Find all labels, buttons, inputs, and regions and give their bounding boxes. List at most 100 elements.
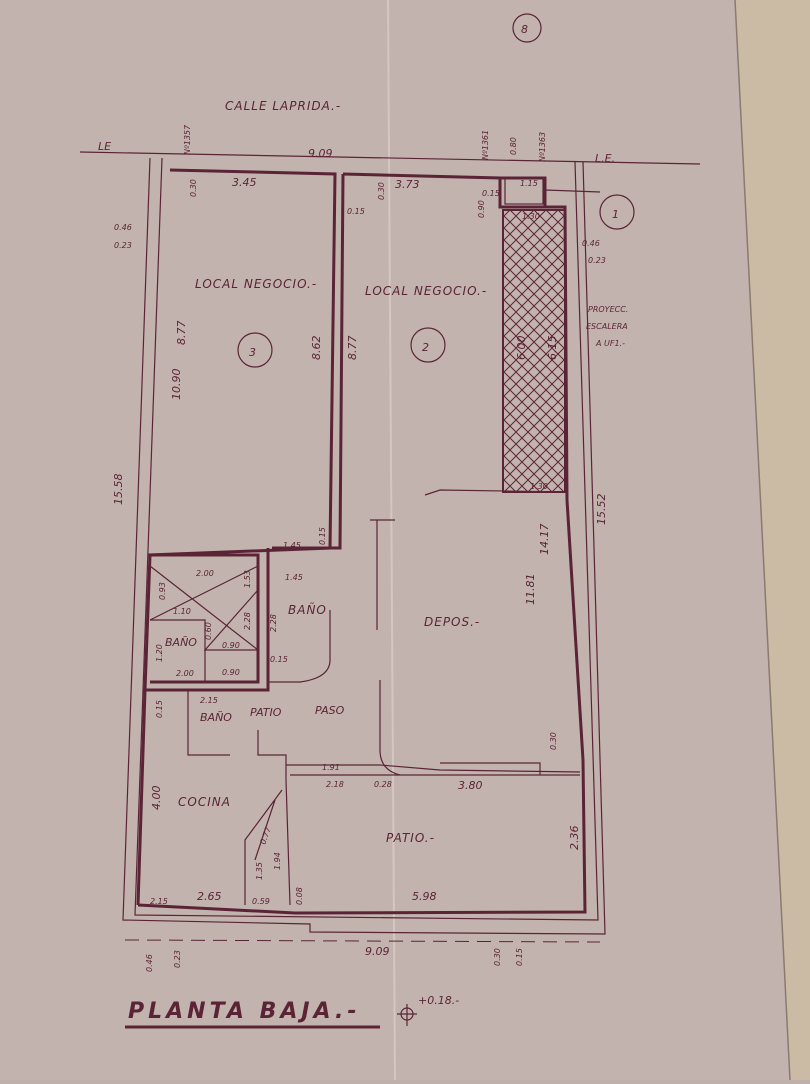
room-label-bano: BAÑO [288, 602, 327, 617]
room-label-bano: BAÑO [200, 711, 232, 724]
dimension-label: 0.90 [222, 641, 240, 650]
dimension-label: 1.10 [173, 607, 191, 616]
circle-label: 3 [249, 346, 256, 359]
stair-landing [504, 177, 544, 205]
dimension-label: 4.00 [150, 786, 163, 811]
drawing-title: PLANTA BAJA.- [128, 999, 360, 1024]
dimension-label: 0.15 [270, 655, 288, 664]
dimension-label: 0.46 [582, 239, 600, 248]
room-label-bano: BAÑO [165, 636, 197, 649]
level-marker-icon [397, 1004, 417, 1026]
dimension-label: 0.80 [509, 137, 518, 155]
dimension-label: 6.00 [515, 336, 528, 361]
circle-marker-8 [512, 13, 542, 43]
dimension-label: 2.00 [196, 569, 214, 578]
circle-marker-1 [599, 194, 635, 230]
dimension-label: 0.15 [482, 189, 500, 198]
dimension-label: 2.00 [176, 669, 194, 678]
dimension-label: 8.77 [175, 321, 188, 346]
level-value: +0.18.- [418, 994, 459, 1007]
dimension-label: 15.58 [112, 474, 125, 506]
room-label-local-3: LOCAL NEGOCIO.- [195, 277, 317, 291]
dimension-label: 14.17 [538, 524, 551, 556]
dimension-label: 2.15 [200, 696, 218, 705]
dimension-label: 6.15 [546, 336, 559, 361]
line-label-left: LE [98, 140, 111, 153]
dimension-label: 0.90 [222, 668, 240, 677]
stair-projection-hatch [502, 209, 566, 493]
dimension-label: 1.35 [255, 862, 264, 880]
dimension-label: 3.80 [458, 779, 483, 792]
property-line [79, 151, 701, 165]
paper-fold [387, 0, 396, 1081]
dimension-label: 0.28 [374, 780, 392, 789]
dimension-label: 0.93 [158, 582, 167, 600]
lot-boundary [122, 157, 606, 935]
lot-number: Nº1357 [183, 124, 192, 155]
dimension-label: 3.45 [232, 176, 257, 189]
dimension-label: 2.18 [326, 780, 344, 789]
circle-label: 1 [612, 208, 619, 221]
dimension-label: 1.94 [273, 852, 282, 870]
dimension-label: 0.23 [173, 950, 182, 968]
dimension-label: 0.23 [588, 256, 606, 265]
room-label-paso: PASO [315, 704, 345, 717]
circle-marker-2 [410, 327, 446, 363]
dimension-label: 2.28 [243, 612, 252, 630]
dimension-label: 2.28 [269, 614, 278, 632]
circle-label: 8 [521, 23, 528, 36]
dimension-label: 10.90 [170, 369, 183, 401]
stair-note: ESCALERA [586, 322, 628, 331]
dimension-label: 9.09 [365, 945, 390, 958]
dim-front-total: 9.09 [308, 147, 333, 160]
dimension-label: 0.46 [114, 223, 132, 232]
dimension-label: 0.30 [549, 732, 558, 750]
dimension-label: 0.23 [114, 241, 132, 250]
dimension-label: 1.15 [520, 179, 538, 188]
dimension-label: 0.46 [145, 954, 154, 972]
room-label-patio-small: PATIO [250, 706, 282, 719]
dimension-label: 8.77 [346, 336, 359, 361]
line-label-right: L.E. [595, 152, 615, 165]
dimension-label: 1.45 [283, 541, 301, 550]
dimension-label: 1.91 [322, 763, 340, 772]
dimension-label: 0.30 [189, 179, 198, 197]
lot-number: Nº1363 [538, 132, 547, 162]
dimension-label: 0.15 [155, 700, 164, 718]
dimension-label: 1.20 [155, 644, 164, 662]
dimension-label: 0.08 [295, 887, 304, 905]
room-label-deposito: DEPOS.- [424, 615, 480, 629]
dimension-label: 0.30 [493, 948, 502, 966]
lot-number: Nº1361 [481, 130, 490, 160]
room-label-local-2: LOCAL NEGOCIO.- [365, 284, 487, 298]
void-cross [149, 565, 259, 651]
dimension-label: 0.30 [377, 182, 386, 200]
dimension-label: 0.15 [318, 527, 327, 545]
stair-note: A UF1.- [595, 339, 625, 348]
stair-note: PROYECC. [588, 305, 628, 314]
walls [136, 168, 587, 915]
dimension-label: 0.59 [252, 897, 270, 906]
dimension-label: 2.36 [568, 826, 581, 851]
dimension-label: 1.30 [530, 482, 548, 491]
room-label-cocina: COCINA [178, 795, 231, 809]
dimension-label: 11.81 [524, 574, 537, 606]
paper-edge [735, 0, 810, 1080]
dimension-label: 1.53 [243, 570, 252, 588]
room-label-patio: PATIO.- [386, 831, 435, 845]
dimension-label: 8.62 [310, 336, 323, 361]
dimension-label: 0.90 [477, 200, 486, 218]
dimension-label: 15.52 [595, 494, 608, 526]
dimension-label: 1.45 [285, 573, 303, 582]
circle-marker-3 [237, 332, 273, 368]
dimension-label: 0.15 [515, 948, 524, 966]
dimension-label: 2.15 [150, 897, 168, 906]
dimension-label: 1.30 [522, 212, 540, 221]
street-name: CALLE LAPRIDA.- [225, 99, 341, 113]
dimension-label: 5.98 [412, 890, 437, 903]
circle-label: 2 [422, 341, 429, 354]
dimension-label: 0.15 [347, 207, 365, 216]
dimension-label: 2.65 [197, 890, 222, 903]
